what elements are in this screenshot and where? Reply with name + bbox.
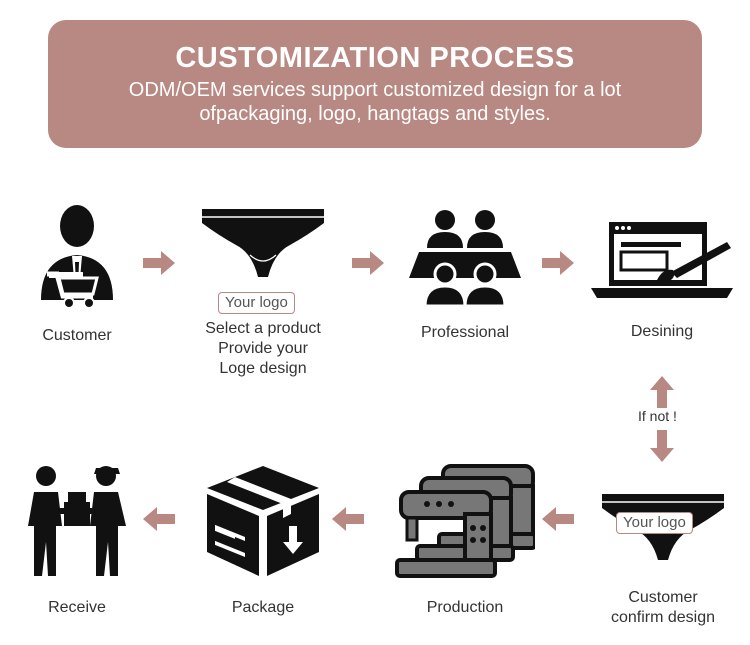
meeting-icon: [409, 210, 521, 308]
subtitle-line-1: ODM/OEM services support customized desi…: [128, 79, 622, 101]
arrow-left-icon: [332, 507, 364, 531]
header-banner: CUSTOMIZATION PROCESS ODM/OEM services s…: [48, 20, 702, 148]
sewing-machine-icon: [395, 464, 535, 578]
arrow-right-icon: [143, 251, 175, 275]
step-customer: Customer: [0, 200, 162, 346]
arrow-up-icon: [650, 376, 674, 408]
arrow-right-icon: [352, 251, 384, 275]
label-select-1: Select a product: [205, 320, 321, 337]
label-select-3: Loge design: [219, 360, 307, 377]
label-receive: Receive: [48, 599, 106, 616]
label-professional: Professional: [420, 324, 510, 341]
customer-cart-icon: [41, 205, 113, 309]
arrow-right-icon: [542, 251, 574, 275]
step-professional: Professional: [380, 208, 550, 343]
step-receive: Receive: [0, 462, 162, 618]
subtitle-line-2: ofpackaging, logo, hangtags and styles.: [199, 103, 551, 125]
step-package: Package: [178, 462, 348, 618]
label-select-2: Provide your: [218, 340, 308, 357]
label-customer: Customer: [42, 327, 112, 344]
step-designing: Desining: [577, 218, 747, 342]
loop-label: If not !: [638, 408, 677, 424]
arrow-left-icon: [143, 507, 175, 531]
label-production: Production: [426, 599, 504, 616]
step-select-product: Select a product Provide your Loge desig…: [178, 205, 348, 379]
page-title: CUSTOMIZATION PROCESS: [175, 42, 575, 74]
label-package: Package: [231, 599, 295, 616]
arrow-left-icon: [542, 507, 574, 531]
step-confirm-design: Customer confirm design: [578, 490, 748, 628]
logo-tag-1: Your logo: [218, 292, 295, 314]
package-box-icon: [207, 466, 319, 576]
delivery-handover-icon: [28, 466, 126, 576]
step-production: Production: [380, 462, 550, 618]
label-confirm-2: confirm design: [610, 609, 716, 626]
label-confirm-1: Customer: [628, 589, 698, 606]
underwear-icon: [202, 209, 324, 277]
logo-tag-2: Your logo: [616, 512, 693, 534]
laptop-design-icon: [591, 222, 733, 298]
arrow-down-icon: [650, 430, 674, 462]
label-designing: Desining: [630, 323, 694, 340]
